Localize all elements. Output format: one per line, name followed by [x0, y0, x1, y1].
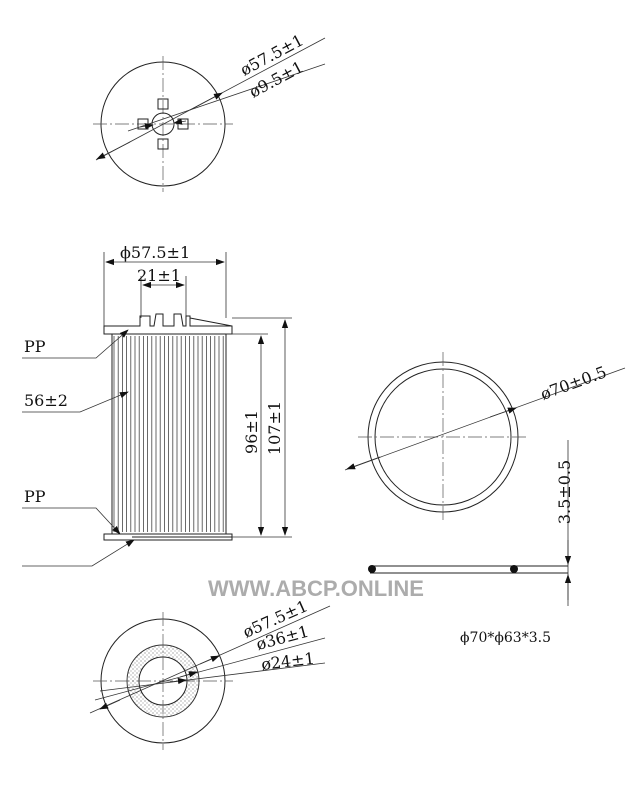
top-view: ø57.5±1 ø9.5±1 [93, 30, 326, 192]
watermark: WWW.ABCP.ONLINE [208, 576, 424, 601]
top-view-spoke-top [157, 98, 169, 110]
side-view: ϕ57.5±1 21±1 96±1 107±1 PP 56±2 PP [22, 243, 292, 567]
callout-top-cap-leader [22, 329, 129, 359]
side-pleats [113, 336, 224, 532]
bottom-view-mid-dim-line [94, 637, 326, 701]
oring-section-dot-left [368, 565, 376, 573]
side-width-label: ϕ57.5±1 [120, 243, 190, 262]
top-view-outer-dim-arrow-a [96, 141, 131, 160]
bottom-view-mid-dim-arrow [179, 671, 198, 678]
top-view-inner-dim-line [127, 63, 326, 132]
side-top-cap [103, 313, 233, 335]
oring-dim-arrow-a [346, 456, 381, 470]
callout-bottom-cap-leader [22, 507, 121, 535]
bottom-view-outer-dim-arrow-a [99, 699, 121, 710]
callout-bottom-cap-label: PP [24, 487, 46, 506]
callout-pleats-leader [22, 391, 129, 413]
top-view-inner-dim-arrow-b [173, 118, 187, 125]
callout-pleats-label: 56±2 [24, 391, 68, 410]
bottom-view: ø57.5±1 ø36±1 ø24±1 [89, 596, 331, 750]
bottom-view-inner-dim-line [99, 662, 326, 692]
oring-dim-line [344, 367, 626, 471]
side-height-inner-label: 96±1 [242, 410, 261, 454]
oring-dim-arrow-b [489, 407, 517, 418]
side-height-total-label: 107±1 [265, 401, 284, 455]
bottom-view-inner-diameter: ø24±1 [260, 649, 315, 674]
top-view-outer-dim-arrow-b [189, 92, 223, 111]
top-view-inner-dim-arrow [139, 123, 154, 130]
side-neck-label: 21±1 [137, 266, 181, 285]
oring-diameter-label: ø70±0.5 [538, 362, 609, 403]
oring-section-dot-right [510, 565, 518, 573]
callout-top-cap-label: PP [24, 337, 46, 356]
bottom-view-outer-dim-arrow-b [199, 655, 220, 665]
top-view-spoke-bottom [157, 138, 169, 150]
oring-thickness-label: 3.5±0.5 [555, 460, 574, 524]
callout-bottom-seal-leader [22, 539, 135, 567]
bottom-view-inner-dim-arrow [169, 677, 187, 685]
oring-view: ø70±0.5 3.5±0.5 ϕ70*ϕ63*3.5 [344, 352, 626, 646]
side-top-cap-inner [189, 317, 233, 327]
oring-spec-label: ϕ70*ϕ63*3.5 [460, 630, 551, 646]
